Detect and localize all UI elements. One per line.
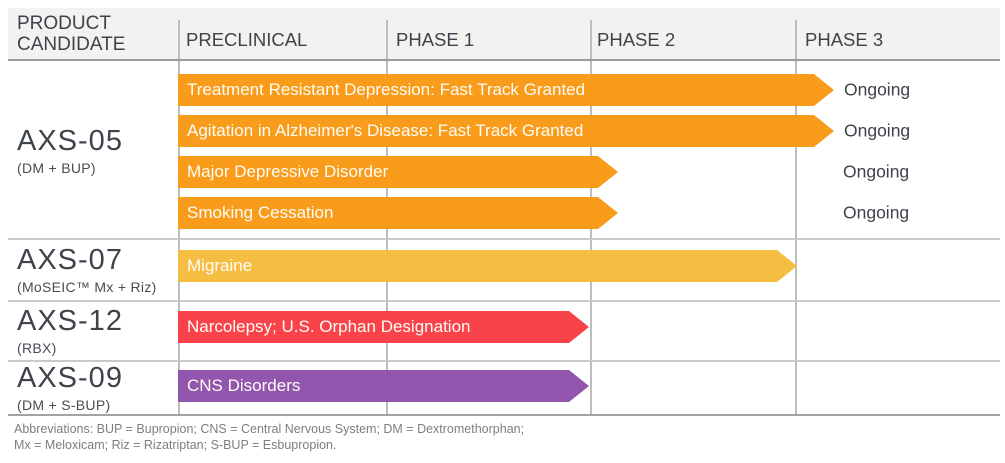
column-header-phase3: PHASE 3 bbox=[805, 29, 884, 50]
bar-label: Migraine bbox=[187, 256, 253, 275]
product-subtitle: (DM + S-BUP) bbox=[17, 397, 111, 413]
status-label: Ongoing bbox=[843, 202, 910, 223]
product-label-axs-12: AXS-12 (RBX) bbox=[17, 300, 123, 360]
product-name: AXS-09 bbox=[17, 362, 123, 394]
pipeline-bar: CNS Disorders bbox=[178, 370, 589, 402]
product-label-axs-07: AXS-07 (MoSEIC™ Mx + Riz) bbox=[17, 238, 157, 300]
bar-label: Treatment Resistant Depression: Fast Tra… bbox=[187, 80, 586, 99]
product-label-axs-05: AXS-05 (DM + BUP) bbox=[17, 62, 123, 238]
footnote: Abbreviations: BUP = Bupropion; CNS = Ce… bbox=[14, 421, 524, 453]
column-header-preclinical: PRECLINICAL bbox=[186, 29, 308, 50]
product-subtitle: (MoSEIC™ Mx + Riz) bbox=[17, 278, 157, 295]
pipeline-bar: Agitation in Alzheimer's Disease: Fast T… bbox=[178, 115, 834, 147]
product-header-line2: CANDIDATE bbox=[17, 34, 126, 55]
bar-label: Narcolepsy; U.S. Orphan Designation bbox=[187, 317, 471, 336]
status-label: Ongoing bbox=[843, 161, 910, 182]
column-header-phase2: PHASE 2 bbox=[597, 29, 676, 50]
pipeline-bar: Narcolepsy; U.S. Orphan Designation bbox=[178, 311, 589, 343]
bar-label: CNS Disorders bbox=[187, 376, 301, 395]
bar-label: Major Depressive Disorder bbox=[187, 162, 389, 181]
section-divider-3 bbox=[8, 360, 1000, 362]
column-header-phase1: PHASE 1 bbox=[396, 29, 475, 50]
section-divider-2 bbox=[8, 300, 1000, 302]
pipeline-bar: Major Depressive Disorder bbox=[178, 156, 618, 188]
chart-bottom-border bbox=[8, 414, 1000, 416]
pipeline-bar: Migraine bbox=[178, 250, 797, 282]
footnote-line-2: Mx = Meloxicam; Riz = Rizatriptan; S-BUP… bbox=[14, 438, 337, 452]
product-name: AXS-12 bbox=[17, 304, 123, 337]
product-label-axs-09: AXS-09 (DM + S-BUP) bbox=[17, 360, 123, 415]
header-bottom-border bbox=[8, 59, 1000, 61]
bar-label: Agitation in Alzheimer's Disease: Fast T… bbox=[187, 121, 584, 140]
header-background bbox=[8, 8, 1000, 60]
section-divider-1 bbox=[8, 238, 1000, 240]
bar-label: Smoking Cessation bbox=[187, 203, 334, 222]
product-name: AXS-05 bbox=[17, 124, 123, 157]
pipeline-bar: Treatment Resistant Depression: Fast Tra… bbox=[178, 74, 834, 106]
product-name: AXS-07 bbox=[17, 243, 123, 276]
grid-line-vertical-phase3 bbox=[795, 20, 797, 415]
product-header-line1: PRODUCT bbox=[17, 13, 111, 34]
product-subtitle: (DM + BUP) bbox=[17, 159, 96, 176]
status-label: Ongoing bbox=[844, 120, 911, 141]
footnote-line-1: Abbreviations: BUP = Bupropion; CNS = Ce… bbox=[14, 422, 525, 436]
pipeline-bar: Smoking Cessation bbox=[178, 197, 618, 229]
product-subtitle: (RBX) bbox=[17, 339, 57, 356]
status-label: Ongoing bbox=[844, 79, 911, 100]
